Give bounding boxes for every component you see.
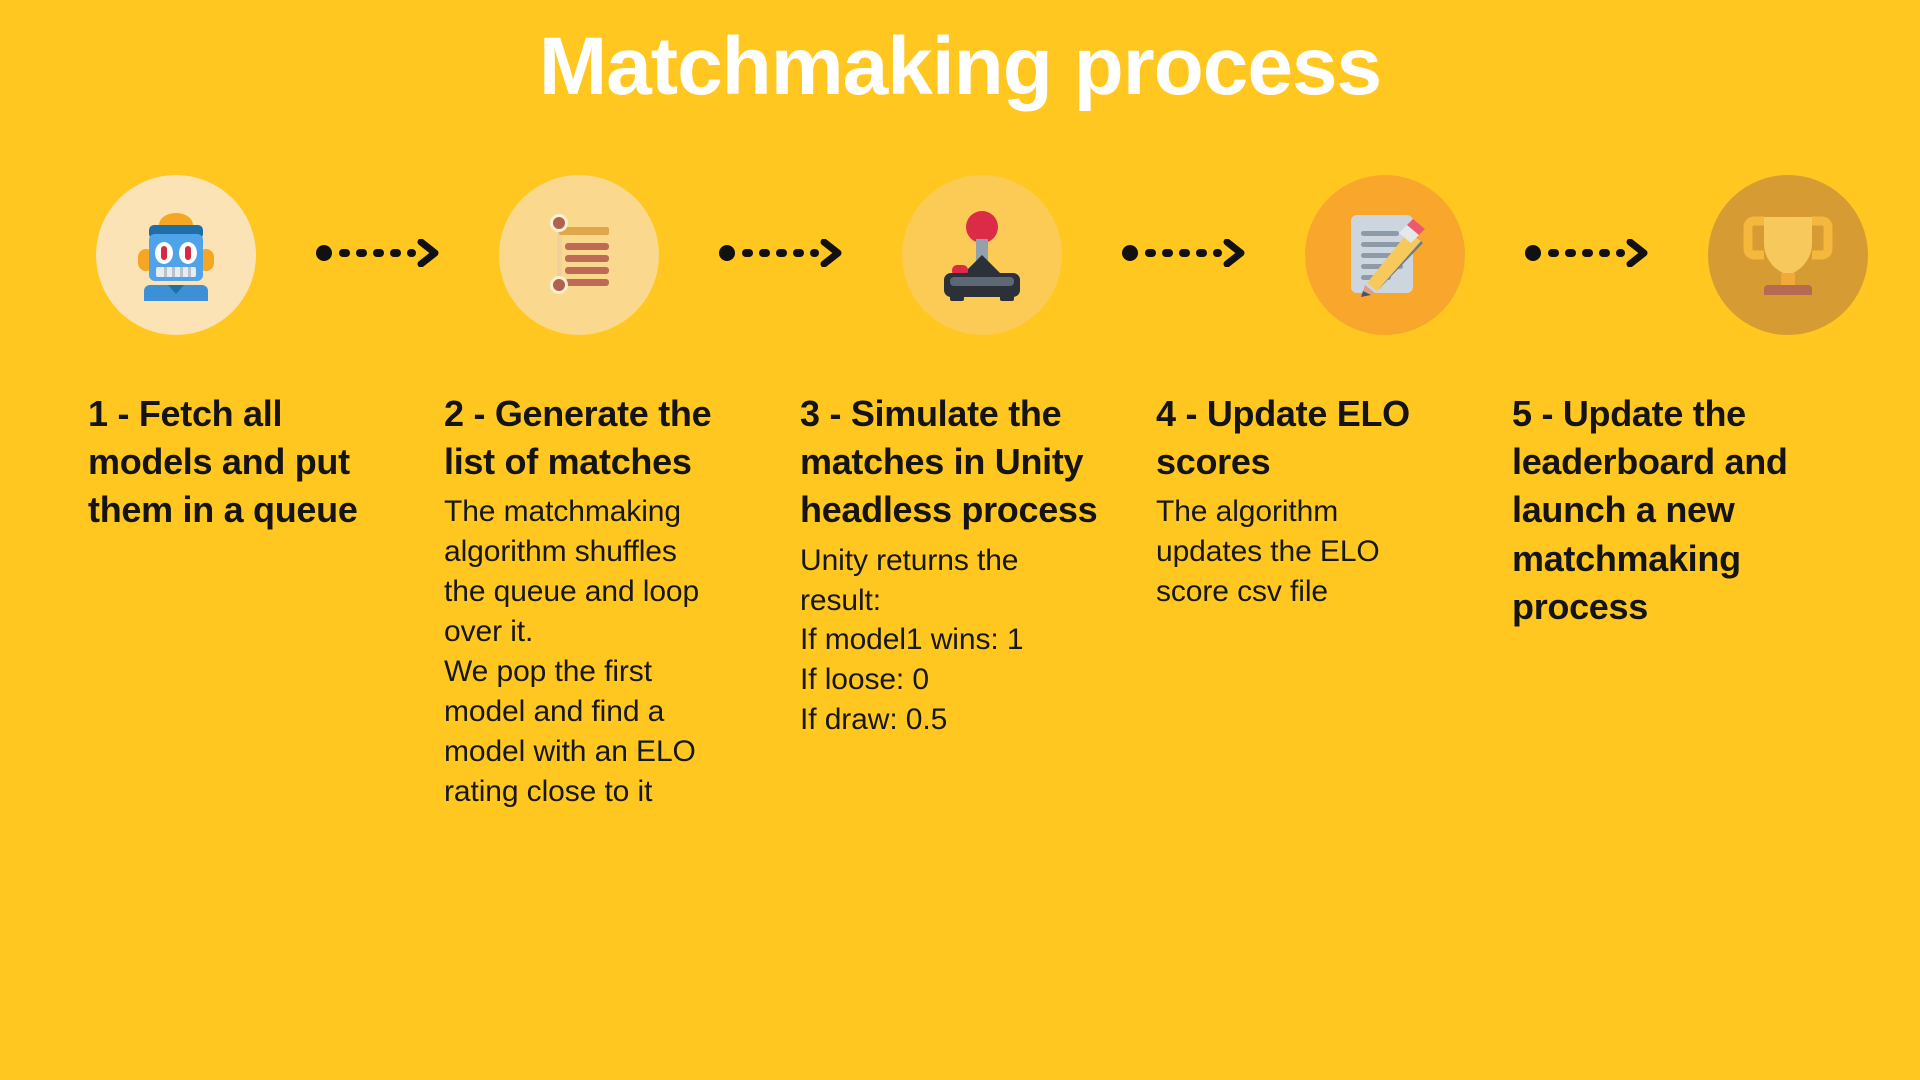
step-2-separator: -	[473, 393, 486, 434]
arrow-4-5	[1465, 235, 1708, 275]
step-2-heading: 2 - Generate the list of matches	[444, 390, 744, 486]
step-1-heading-text: Fetch all models and put them in a queue	[88, 393, 358, 531]
body-line: The algorithm	[1156, 495, 1339, 529]
step-2-heading-text: Generate the list of matches	[444, 393, 712, 483]
step-column-2: 2 - Generate the list of matches The mat…	[444, 390, 800, 812]
step-4-heading-text: Update ELO scores	[1156, 393, 1410, 483]
step-column-5: 5 - Update the leaderboard and launch a …	[1512, 390, 1868, 812]
step-5-icon-circle	[1708, 175, 1868, 335]
step-4-icon-circle	[1305, 175, 1465, 335]
step-3-heading: 3 - Simulate the matches in Unity headle…	[800, 390, 1100, 535]
dashed-arrow-right-icon	[1524, 238, 1650, 272]
step-column-3: 3 - Simulate the matches in Unity headle…	[800, 390, 1156, 812]
body-line: We pop the first	[444, 655, 652, 689]
trophy-icon	[1738, 203, 1838, 308]
step-2-number: 2	[444, 393, 464, 434]
body-line: the queue and loop	[444, 575, 700, 609]
step-1-separator: -	[117, 393, 130, 434]
body-line: model and find a	[444, 694, 665, 728]
arrow-3-4	[1062, 235, 1305, 275]
body-line: over it.	[444, 615, 534, 649]
body-line: score csv file	[1156, 575, 1328, 609]
page-title: Matchmaking process	[538, 21, 1382, 112]
process-step-columns: 1 - Fetch all models and put them in a q…	[0, 390, 1920, 812]
step-2-icon-circle	[499, 175, 659, 335]
body-line: model with an ELO	[444, 734, 696, 768]
body-line: The matchmaking	[444, 495, 681, 529]
process-flow-icons	[0, 175, 1920, 335]
dashed-arrow-right-icon	[1121, 238, 1247, 272]
step-5-heading: 5 - Update the leaderboard and launch a …	[1512, 390, 1812, 631]
dashed-arrow-right-icon	[315, 238, 441, 272]
step-3-number: 3	[800, 393, 820, 434]
step-column-4: 4 - Update ELO scores The algorithm upda…	[1156, 390, 1512, 812]
body-line: If model1 wins: 1	[800, 623, 1024, 657]
body-line: algorithm shuffles	[444, 535, 677, 569]
body-line: Unity returns the	[800, 543, 1019, 577]
robot-icon	[124, 201, 228, 310]
arrow-1-2	[256, 235, 499, 275]
step-4-body: The algorithm updates the ELO score csv …	[1156, 492, 1456, 612]
step-3-separator: -	[829, 393, 842, 434]
step-5-separator: -	[1541, 393, 1554, 434]
joystick-icon	[932, 203, 1032, 308]
step-2-body: The matchmaking algorithm shuffles the q…	[444, 492, 744, 811]
body-line: If loose: 0	[800, 663, 929, 697]
step-3-heading-text: Simulate the matches in Unity headless p…	[800, 393, 1098, 531]
step-1-number: 1	[88, 393, 108, 434]
body-line: updates the ELO	[1156, 535, 1380, 569]
step-1-heading: 1 - Fetch all models and put them in a q…	[88, 390, 388, 535]
step-5-number: 5	[1512, 393, 1532, 434]
step-4-heading: 4 - Update ELO scores	[1156, 390, 1456, 486]
step-3-icon-circle	[902, 175, 1062, 335]
checklist-icon	[531, 205, 627, 306]
step-4-separator: -	[1185, 393, 1198, 434]
step-1-icon-circle	[96, 175, 256, 335]
step-4-number: 4	[1156, 393, 1176, 434]
body-line: If draw: 0.5	[800, 703, 948, 737]
step-3-body: Unity returns the result: If model1 wins…	[800, 541, 1100, 740]
dashed-arrow-right-icon	[718, 238, 844, 272]
body-line: rating close to it	[444, 774, 653, 808]
arrow-2-3	[659, 235, 902, 275]
body-line: result:	[800, 583, 881, 617]
step-5-heading-text: Update the leaderboard and launch a new …	[1512, 393, 1788, 627]
document-pencil-icon	[1337, 205, 1433, 306]
step-column-1: 1 - Fetch all models and put them in a q…	[88, 390, 444, 812]
